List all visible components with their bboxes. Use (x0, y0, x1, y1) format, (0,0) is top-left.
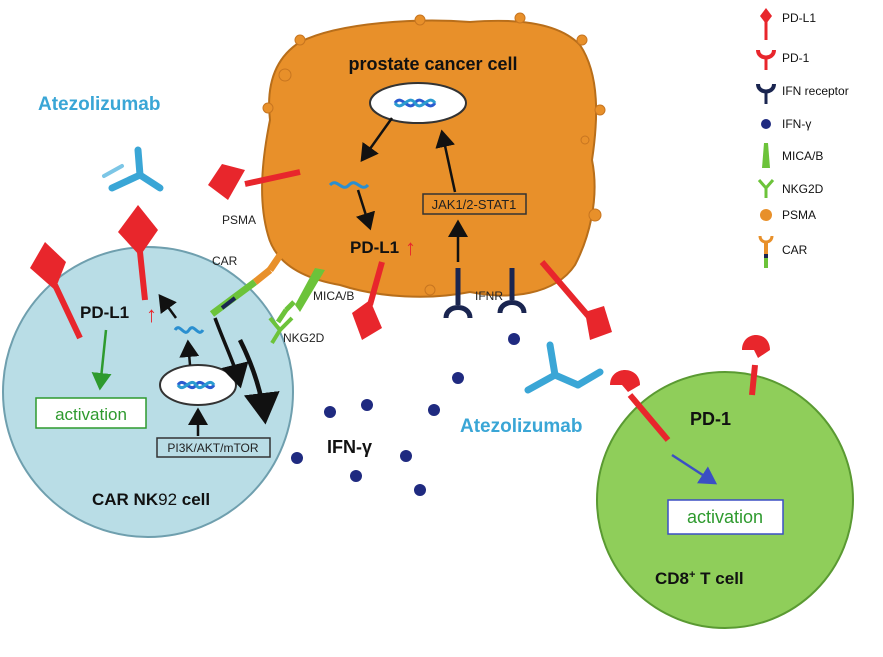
car-signal-arrow (213, 317, 249, 389)
ifn-gamma-label: IFN-γ (327, 437, 372, 457)
legend-item-ifn-receptor: IFN receptor (756, 83, 849, 104)
t-activation-label: activation (687, 507, 763, 527)
nkg2d-label: NKG2D (283, 331, 325, 345)
car-icon (758, 235, 774, 244)
pi3k-label: PI3K/AKT/mTOR (167, 441, 258, 455)
svg-text:PD-L1: PD-L1 (782, 11, 816, 25)
legend-item-mica: MICA/B (762, 143, 823, 168)
atezolizumab-right-label: Atezolizumab (460, 416, 582, 437)
nk-nucleus (159, 364, 237, 406)
svg-text:NKG2D: NKG2D (782, 182, 824, 196)
pd1-label: PD-1 (690, 409, 731, 429)
pdl1-nk-up-arrow: ↑ (146, 302, 157, 327)
legend-item-car: CAR (758, 235, 808, 268)
jak-label: JAK1/2-STAT1 (432, 197, 517, 212)
legend-item-pdl1: PD-L1 (760, 8, 816, 40)
cancer-cell-title: prostate cancer cell (348, 54, 517, 74)
nk-transcription-arrow (179, 339, 200, 366)
t-activation-arrow (671, 453, 718, 485)
nkg2d-signal-arrow (237, 338, 280, 425)
svg-text:PD-1: PD-1 (782, 51, 810, 65)
cancer-nucleus (369, 82, 467, 124)
mica-b-icon (762, 143, 770, 168)
pdl1-cancer-label: PD-L1 (350, 238, 399, 257)
atezolizumab-left-label: Atezolizumab (38, 94, 160, 115)
ifnr-label: IFNR (475, 289, 503, 303)
psma-icon (760, 209, 772, 221)
mica-nkg2d (268, 268, 325, 345)
mrna-icon (328, 181, 370, 189)
car-nk-cell (2, 246, 294, 538)
pdl1-nk-label: PD-L1 (80, 303, 129, 322)
nk-activation-arrow (91, 329, 112, 391)
pd1-molecules (610, 335, 770, 442)
legend-item-pd1: PD-1 (756, 49, 810, 70)
nk-activation-label: activation (55, 405, 127, 424)
t-activation-box (667, 499, 784, 535)
svg-text:IFN receptor: IFN receptor (782, 84, 849, 98)
nk-activation-box (35, 397, 147, 429)
ifn-receptor-icon (756, 83, 776, 94)
pdl1-molecules-cancer (208, 164, 612, 340)
ifn-gamma-icon (761, 119, 771, 129)
svg-text:CAR: CAR (782, 243, 808, 257)
nk-translation-arrow (158, 293, 178, 319)
jak-to-nucleus-arrow (435, 129, 457, 193)
car-label: CAR (212, 254, 238, 268)
ifn-gamma-dots (291, 333, 520, 496)
pd1-icon (756, 49, 776, 60)
mica-label: MICA/B (313, 289, 354, 303)
pdl1-cancer-up-arrow: ↑ (405, 235, 416, 260)
translation-arrow (355, 189, 376, 231)
pdl1-molecules-nk (30, 205, 158, 340)
legend-item-psma: PSMA (760, 208, 816, 222)
transcription-arrow (360, 117, 394, 163)
svg-text:PSMA: PSMA (782, 208, 816, 222)
pi3k-box (156, 437, 271, 458)
legend-item-nkg2d: NKG2D (757, 179, 824, 198)
psma-dots (262, 12, 606, 296)
psma-label: PSMA (222, 213, 256, 227)
atezolizumab-right-antibody (524, 341, 604, 394)
car-receptor (209, 231, 296, 317)
nk-cell-title: CAR NK92 cell (92, 490, 210, 509)
svg-text:IFN-γ: IFN-γ (782, 117, 811, 131)
prostate-cancer-cell (261, 19, 598, 298)
pdl1-icon (760, 8, 772, 24)
legend: PD-L1 PD-1 IFN receptor IFN-γ MICA/B NKG… (756, 8, 849, 268)
atezolizumab-left-antibody (102, 146, 164, 192)
nkg2d-icon (757, 179, 775, 198)
svg-text:MICA/B: MICA/B (782, 149, 823, 163)
legend-item-ifn-gamma: IFN-γ (761, 117, 811, 131)
ifn-receptors (443, 268, 527, 319)
t-cell-title: CD8+ T cell (655, 569, 744, 588)
nk-mrna-icon (173, 326, 205, 334)
jak-box (422, 193, 527, 215)
